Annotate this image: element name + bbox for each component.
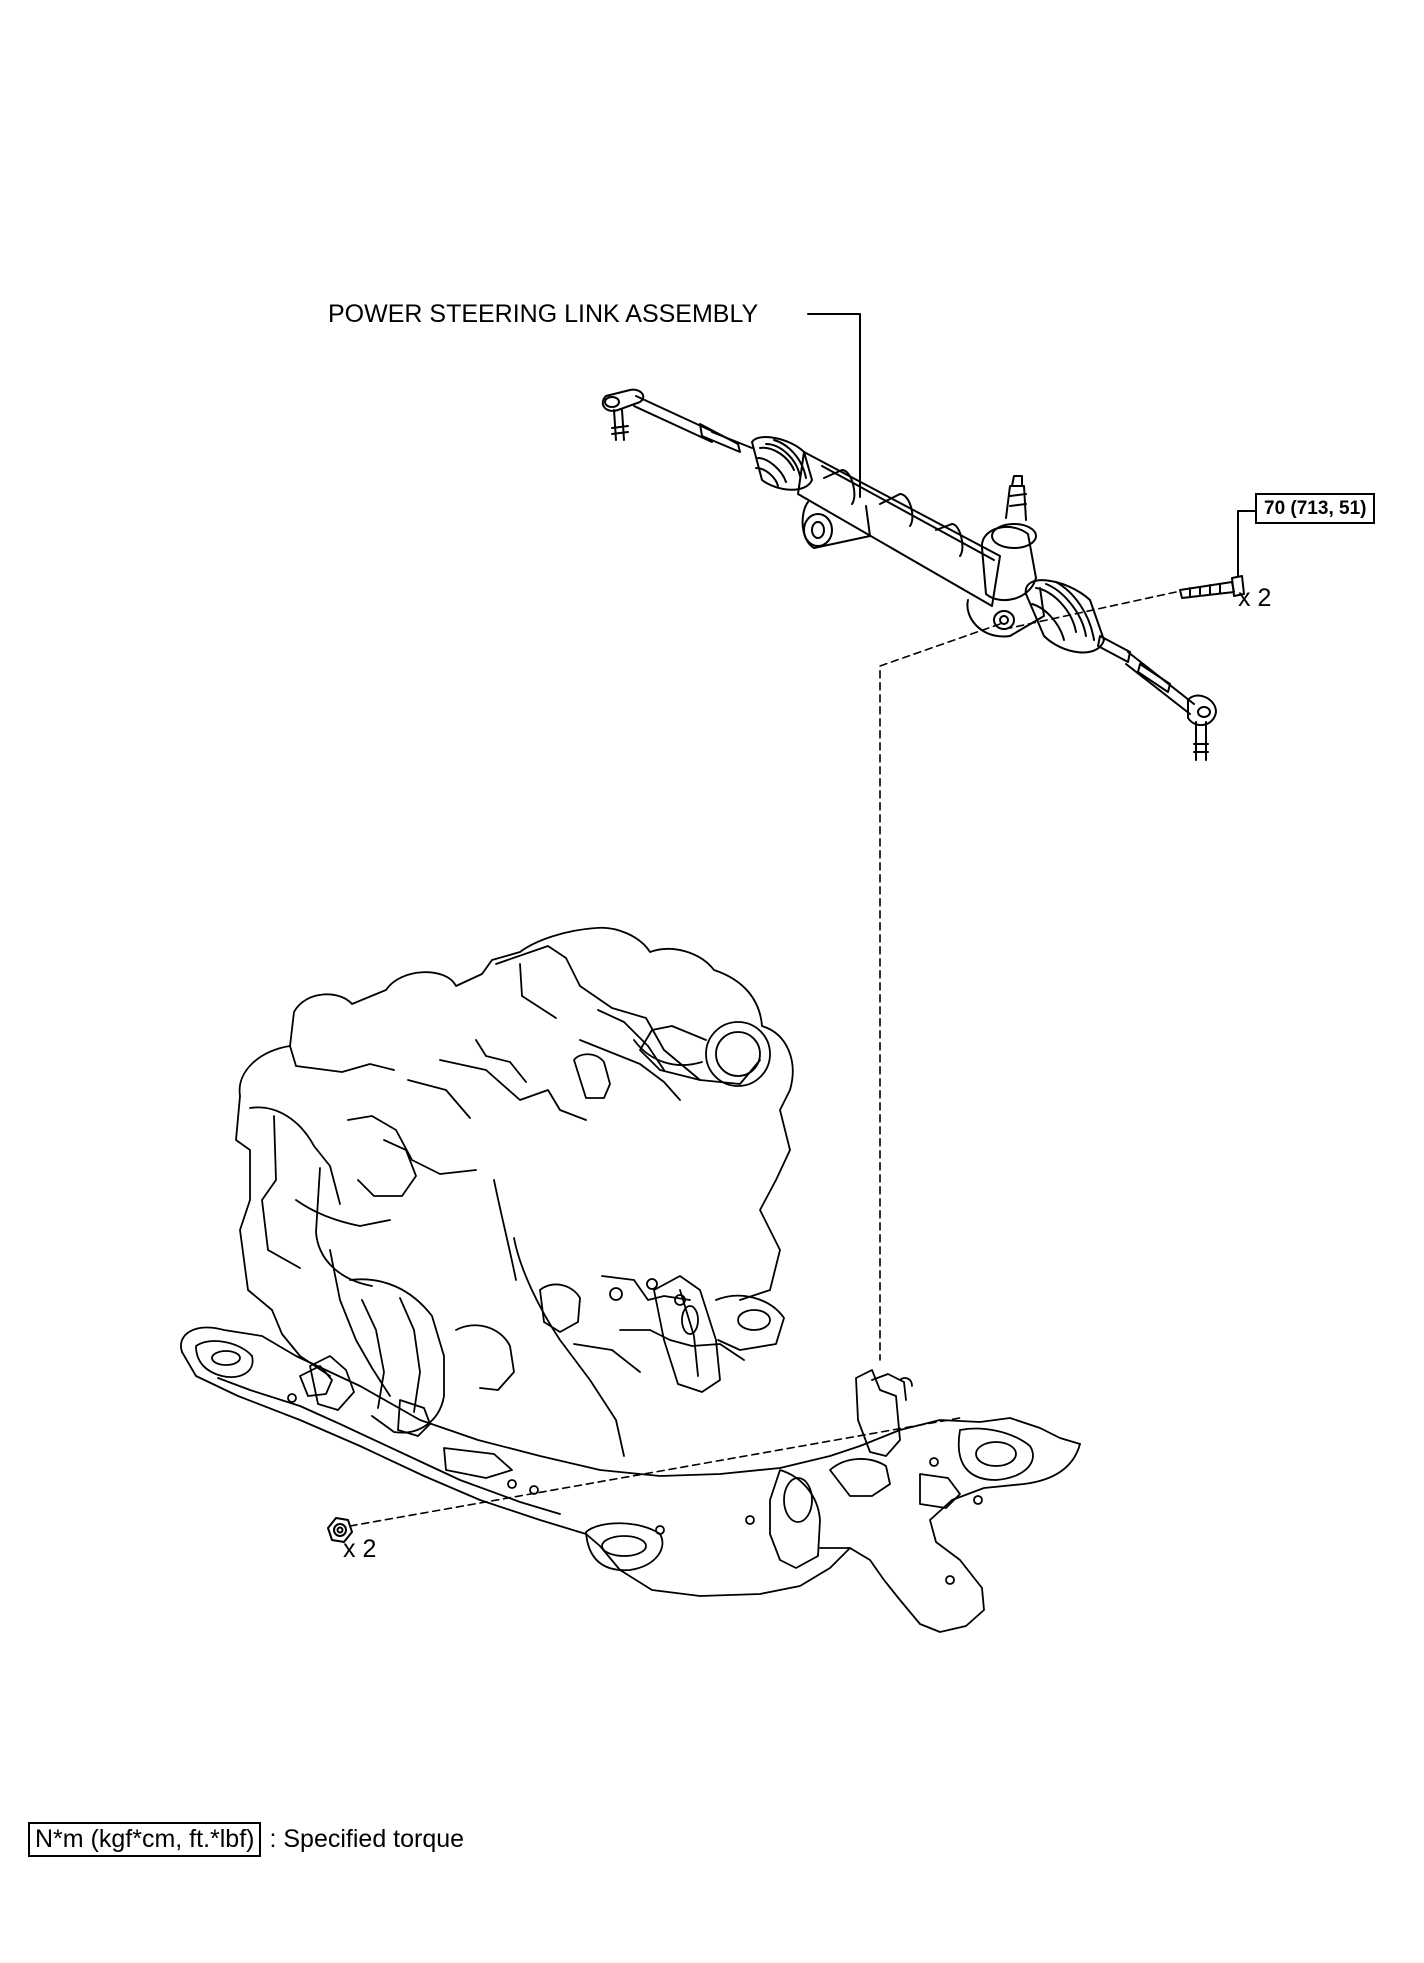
engine-assembly: [235, 926, 794, 1457]
assembly-guide-lines: [349, 591, 1177, 1527]
torque-leader-line: [1237, 510, 1256, 577]
legend-unit-box: N*m (kgf*cm, ft.*lbf): [28, 1822, 262, 1857]
bolt-quantity: x 2: [1238, 584, 1272, 612]
part-leader-line: [807, 313, 861, 498]
power-steering-link-assembly: [601, 388, 1217, 761]
torque-spec-box: 70 (713, 51): [1255, 493, 1376, 524]
engine-mount-bracket: [653, 1275, 785, 1393]
nut-quantity: x 2: [343, 1535, 377, 1563]
legend-description: : Specified torque: [269, 1825, 465, 1853]
mounting-bolt: [1179, 575, 1245, 599]
front-suspension-member: [180, 1326, 1081, 1633]
torque-legend: N*m (kgf*cm, ft.*lbf) : Specified torque: [28, 1822, 464, 1857]
part-label: POWER STEERING LINK ASSEMBLY: [328, 300, 759, 328]
mounting-nut: [327, 1517, 353, 1543]
